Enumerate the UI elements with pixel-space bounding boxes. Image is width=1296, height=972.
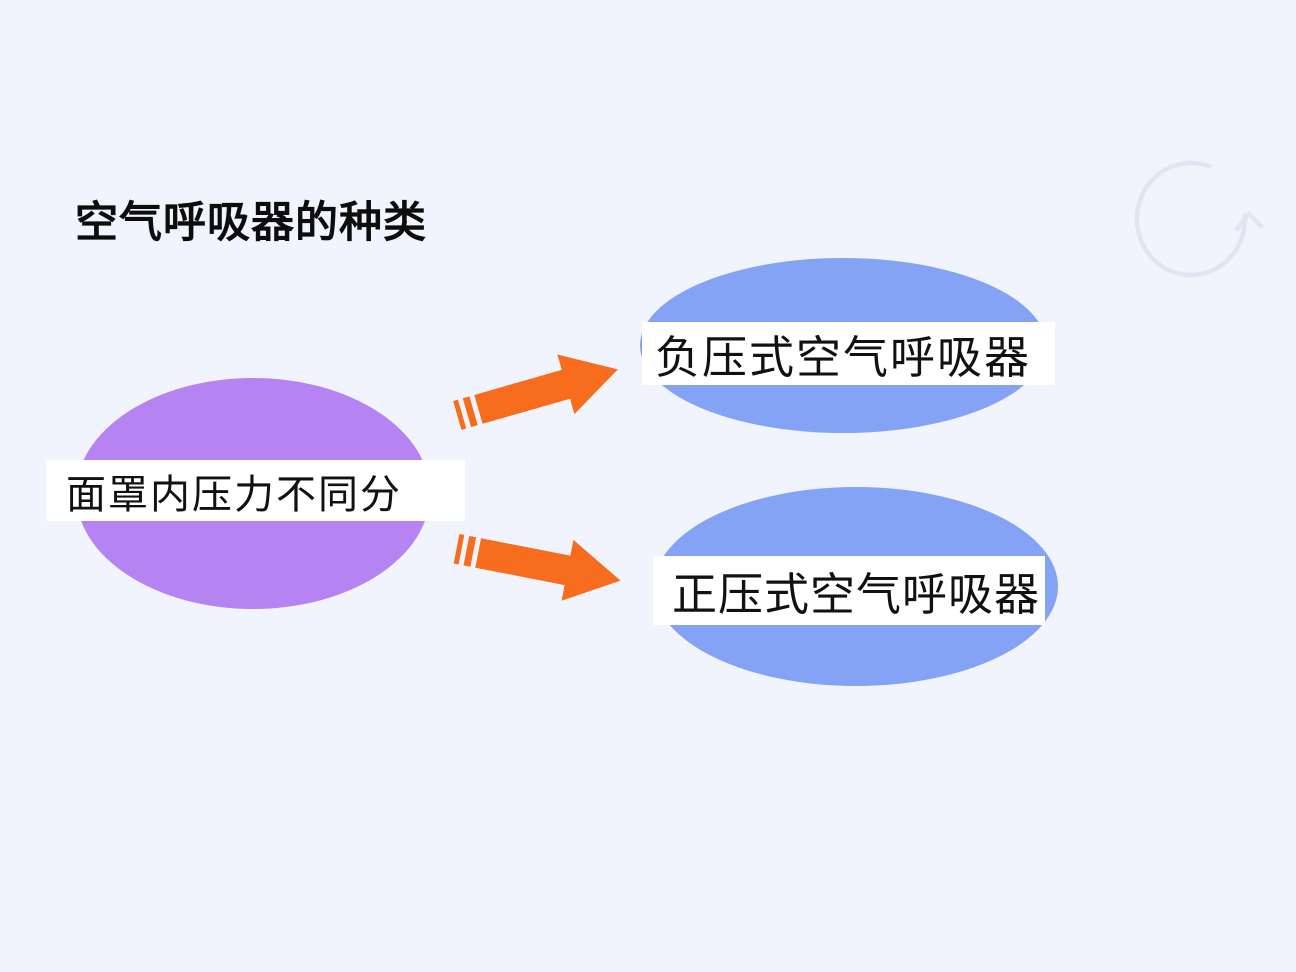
circular-arrow-icon <box>1134 160 1264 278</box>
root-label-box: 面罩内压力不同分 <box>46 460 465 521</box>
striped-arrow-top-icon <box>453 354 618 430</box>
branch-top-label: 负压式空气呼吸器 <box>655 332 1032 383</box>
branch-bottom-label-box: 正压式空气呼吸器 <box>653 556 1045 625</box>
striped-arrow-bottom-icon <box>453 534 621 601</box>
branch-top-label-box: 负压式空气呼吸器 <box>642 322 1055 385</box>
branch-bottom-label: 正压式空气呼吸器 <box>672 569 1041 620</box>
slide-title: 空气呼吸器的种类 <box>75 199 427 247</box>
root-label: 面罩内压力不同分 <box>66 472 402 517</box>
